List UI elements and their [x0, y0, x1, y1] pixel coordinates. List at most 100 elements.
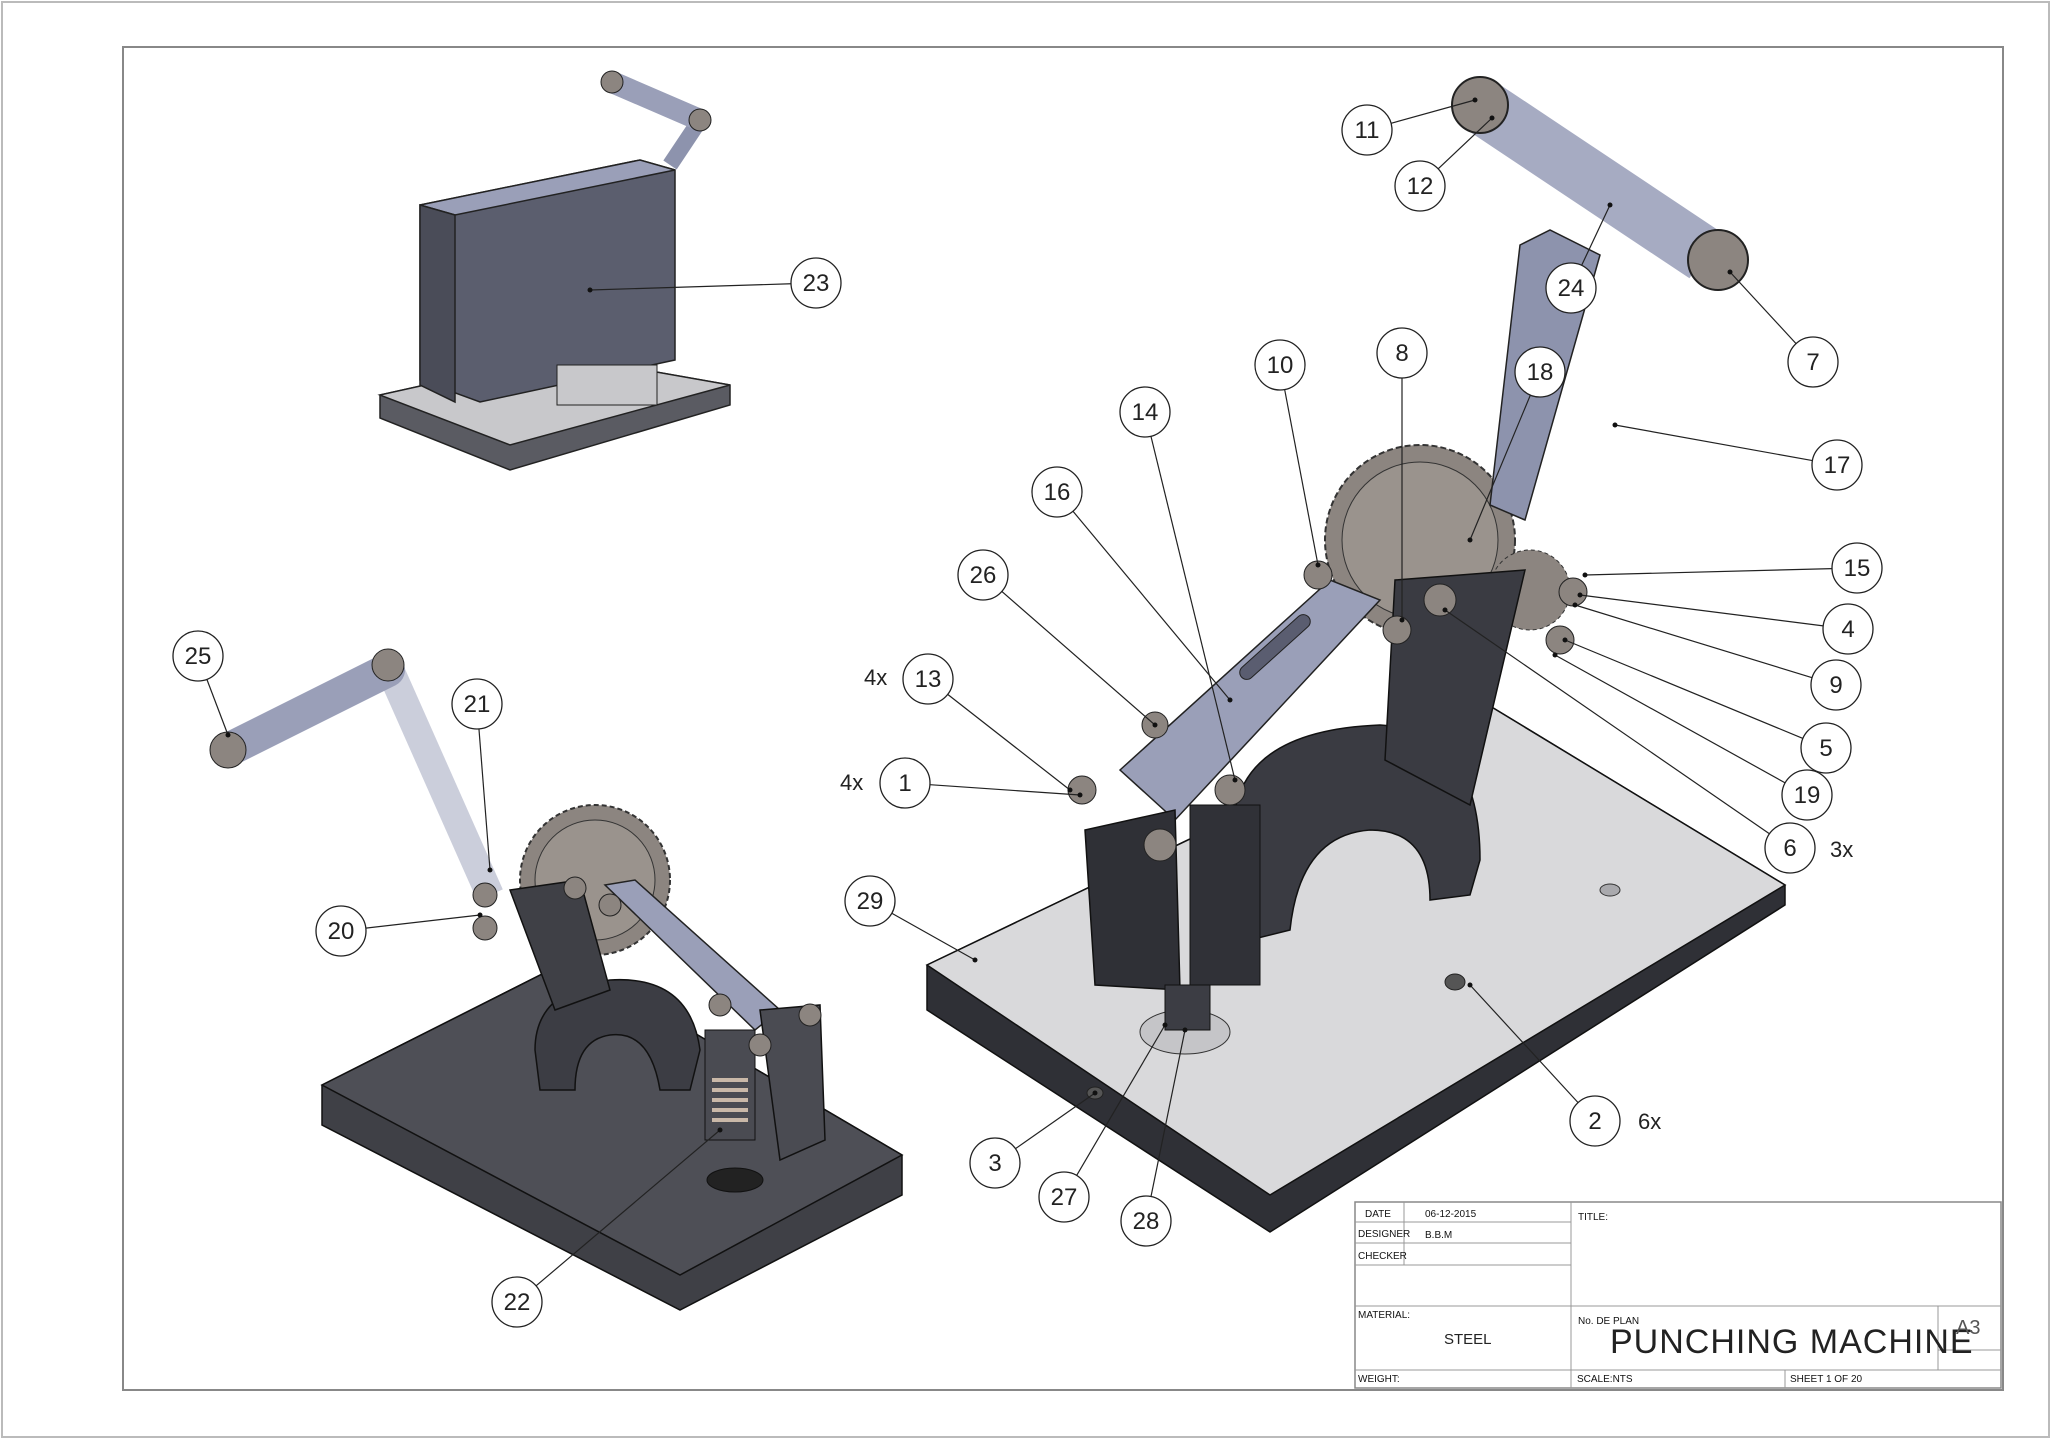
designer-label: DESIGNER	[1358, 1229, 1410, 1240]
balloon-circle-27	[1038, 1171, 1090, 1223]
leader-line-5	[1564, 639, 1804, 739]
balloon-27: 27	[1038, 1022, 1168, 1223]
balloon-15: 15	[1582, 542, 1883, 594]
balloon-19: 19	[1552, 652, 1833, 821]
nut-main-19	[1423, 583, 1457, 617]
balloon-number-23: 23	[803, 270, 830, 297]
balloon-number-9: 9	[1829, 672, 1842, 699]
balloon-number-5: 5	[1819, 735, 1832, 762]
nut-left-g	[798, 1003, 822, 1027]
balloon-number-7: 7	[1806, 349, 1819, 376]
balloon-circle-21	[451, 678, 503, 730]
leader-line-22	[535, 1129, 721, 1287]
balloon-13: 13	[902, 653, 1073, 793]
leader-line-27	[1076, 1024, 1166, 1176]
balloon-2: 2	[1467, 982, 1621, 1147]
balloon-circle-18	[1514, 346, 1566, 398]
multiplier-layer: 4x 4x 3x 6x	[840, 665, 1853, 1134]
drawing-title: PUNCHING MACHINE	[1610, 1323, 1974, 1361]
balloon-9: 9	[1572, 602, 1862, 711]
leader-line-4	[1579, 594, 1824, 627]
leader-line-15	[1584, 568, 1833, 576]
nut-left-c	[563, 876, 587, 900]
leader-line-16	[1072, 510, 1231, 701]
leader-dot-15	[1582, 572, 1588, 578]
balloon-10: 10	[1254, 339, 1321, 568]
leader-line-1	[929, 784, 1081, 796]
balloon-22: 22	[491, 1127, 723, 1328]
lever-bracket-left	[759, 1004, 826, 1162]
leader-line-13	[947, 693, 1071, 791]
balloon-circle-1	[879, 757, 931, 809]
balloon-number-22: 22	[504, 1289, 531, 1316]
leader-dot-6	[1442, 607, 1448, 613]
nut-left-f	[748, 1033, 772, 1057]
balloon-number-19: 19	[1794, 782, 1821, 809]
leader-line-25	[206, 679, 229, 736]
balloon-circle-29	[844, 875, 896, 927]
multiplier-item2: 6x	[1638, 1109, 1661, 1134]
weight-label: WEIGHT:	[1358, 1374, 1400, 1385]
lever-slot	[1239, 614, 1311, 680]
material-label: MATERIAL:	[1358, 1310, 1410, 1321]
leader-dot-5	[1562, 637, 1568, 643]
leader-line-12	[1437, 117, 1493, 170]
nut-main-15	[1558, 577, 1588, 607]
balloon-circle-17	[1811, 439, 1863, 491]
side-plate-left	[508, 879, 611, 1011]
leader-dot-21	[487, 867, 493, 873]
leader-line-21	[478, 728, 491, 871]
balloon-17: 17	[1612, 422, 1863, 491]
balloon-number-3: 3	[988, 1150, 1001, 1177]
title-block: DATE 06-12-2015 DESIGNER B.B.M CHECKER T…	[1354, 1201, 2002, 1389]
leader-dot-17	[1612, 422, 1618, 428]
balloon-14: 14	[1119, 386, 1238, 783]
scale-label: SCALE:NTS	[1577, 1374, 1633, 1385]
leader-line-24	[1581, 204, 1611, 266]
leader-line-2	[1469, 984, 1579, 1103]
balloon-25: 25	[172, 630, 231, 738]
balloon-circle-5	[1800, 722, 1852, 774]
leader-dot-10	[1315, 562, 1321, 568]
checker-label: CHECKER	[1358, 1251, 1407, 1262]
leader-line-10	[1284, 389, 1319, 566]
balloon-12: 12	[1394, 115, 1495, 212]
balloon-circle-11	[1341, 104, 1393, 156]
balloon-circle-23	[790, 257, 842, 309]
balloon-circle-3	[969, 1137, 1021, 1189]
leader-dot-9	[1572, 602, 1578, 608]
balloon-number-15: 15	[1844, 555, 1871, 582]
leader-dot-4	[1577, 592, 1583, 598]
balloon-number-24: 24	[1558, 275, 1585, 302]
balloon-number-17: 17	[1824, 452, 1851, 479]
balloon-23: 23	[587, 257, 842, 309]
leader-dot-2	[1467, 982, 1473, 988]
leader-line-20	[365, 914, 481, 929]
leader-dot-24	[1607, 202, 1613, 208]
balloon-circle-6	[1764, 822, 1816, 874]
balloon-5: 5	[1562, 637, 1852, 774]
cover-box-side	[419, 204, 456, 404]
drawing-border	[122, 46, 2004, 1391]
punch-holder-main	[1189, 804, 1261, 986]
multiplier-item1: 4x	[840, 770, 863, 795]
leader-dot-28	[1182, 1027, 1188, 1033]
balloon-1: 1	[879, 757, 1083, 809]
cover-slot	[556, 364, 658, 406]
handle-nut-small	[600, 70, 624, 94]
nut-left-e	[708, 993, 732, 1017]
balloon-circle-22	[491, 1276, 543, 1328]
leader-dot-19	[1552, 652, 1558, 658]
leader-dot-26	[1152, 722, 1158, 728]
balloon-number-13: 13	[915, 666, 942, 693]
balloon-number-4: 4	[1841, 616, 1854, 643]
crank-main	[1451, 76, 1749, 522]
die-block-main	[1234, 724, 1481, 941]
balloon-circle-20	[315, 905, 367, 957]
balloon-11: 11	[1341, 97, 1478, 156]
punch-stem-main	[1164, 984, 1211, 1031]
main-assembly-view	[925, 76, 1787, 1233]
balloon-7: 7	[1727, 269, 1839, 388]
balloon-20: 20	[315, 905, 483, 957]
